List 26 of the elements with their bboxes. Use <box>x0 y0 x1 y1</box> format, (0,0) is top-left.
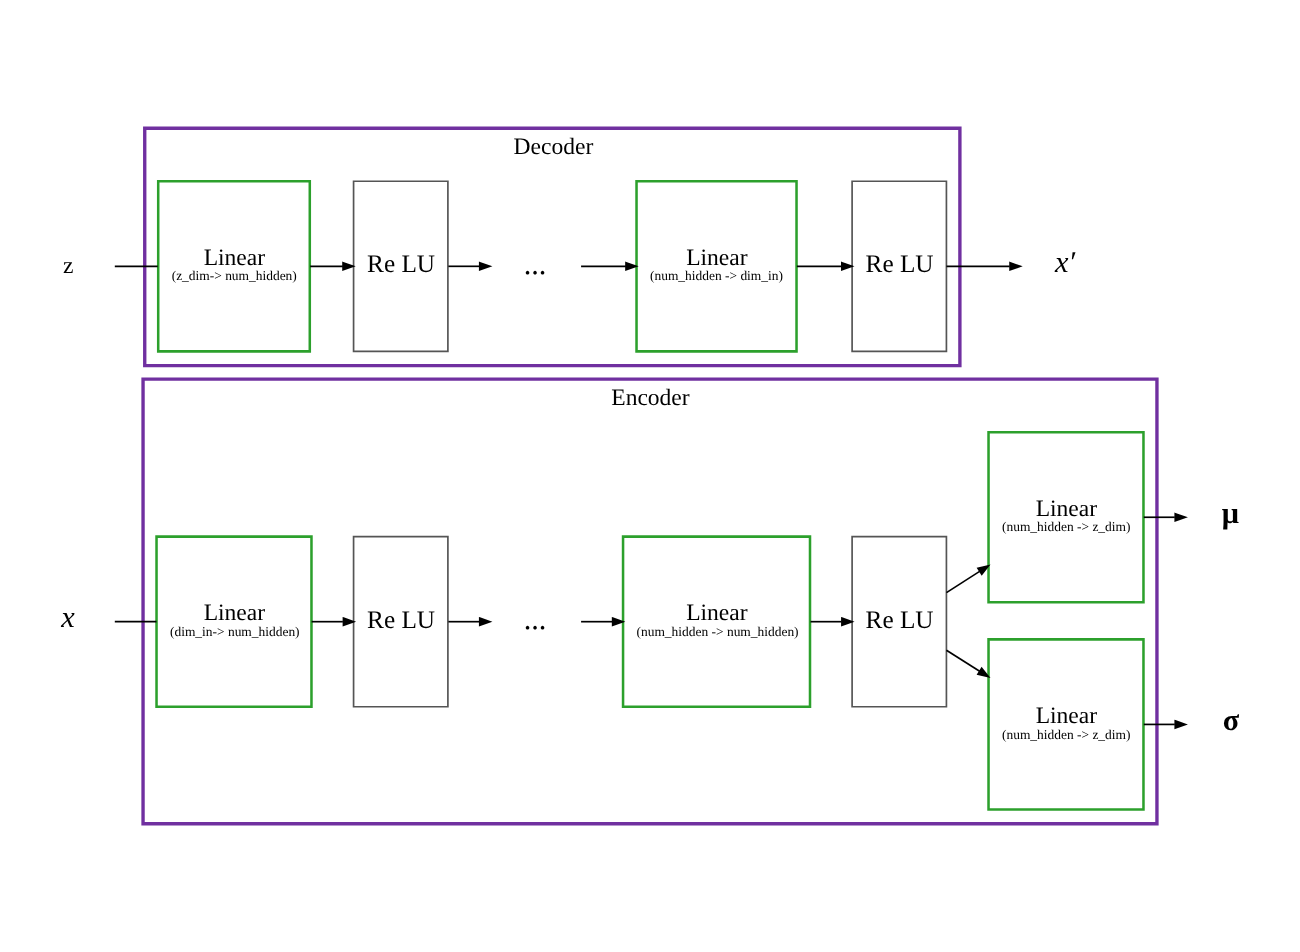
connector <box>113 265 159 268</box>
connector <box>113 620 158 623</box>
arrow <box>309 261 356 272</box>
arrow <box>796 261 855 272</box>
arrow <box>1142 512 1188 522</box>
node-text: σ <box>1222 704 1240 739</box>
arrow <box>447 261 493 272</box>
arrow <box>945 564 991 594</box>
arrow <box>1142 719 1188 730</box>
node-text: x <box>61 601 75 636</box>
arrow <box>310 616 357 627</box>
node-box: Re LU <box>851 180 948 353</box>
node-text: ... <box>523 603 547 638</box>
arrow <box>580 261 639 272</box>
node-text: x′ <box>1055 246 1076 281</box>
node-box: Re LU <box>352 180 449 353</box>
node-text: ... <box>523 247 547 282</box>
arrow <box>945 649 991 679</box>
arrow <box>809 616 855 627</box>
node-text: z <box>63 252 74 279</box>
node-box: Re LU <box>352 535 449 708</box>
node-box: Re LU <box>851 535 948 708</box>
node-text: μ <box>1221 496 1239 531</box>
arrow <box>945 261 1023 272</box>
arrow <box>447 616 493 627</box>
arrow <box>580 616 626 627</box>
